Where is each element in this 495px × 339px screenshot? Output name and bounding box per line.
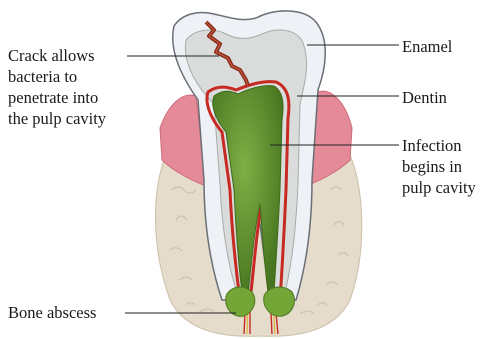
label-infection: Infection begins in pulp cavity: [402, 135, 476, 198]
label-dentin: Dentin: [402, 87, 447, 108]
bone-abscess-left: [226, 287, 255, 316]
label-enamel: Enamel: [402, 36, 452, 57]
label-bone-abscess: Bone abscess: [8, 302, 96, 323]
label-crack: Crack allows bacteria to penetrate into …: [8, 45, 106, 129]
